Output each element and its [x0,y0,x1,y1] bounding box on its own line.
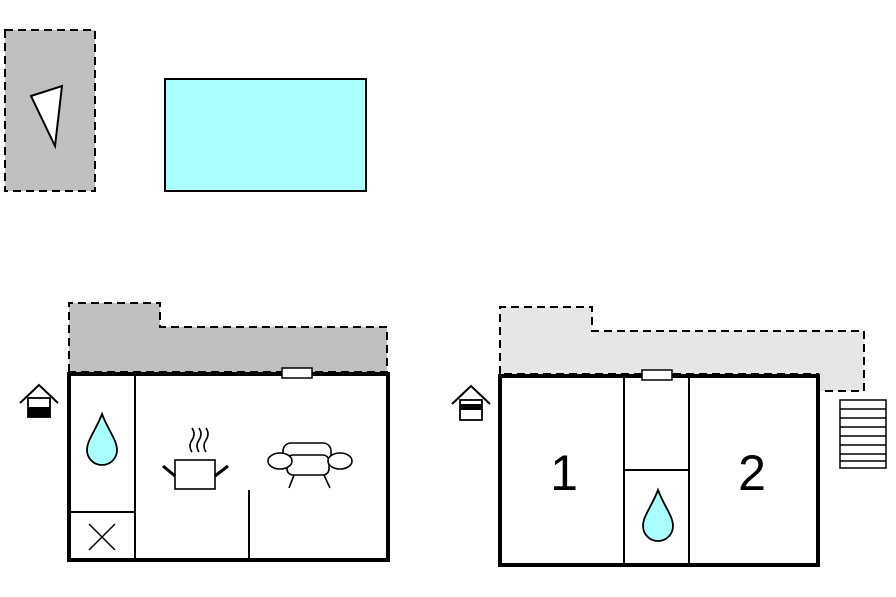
compass-icon [29,84,64,150]
first-floor: 1 2 [498,306,865,567]
ground-floor-terrace [68,302,388,373]
ground-floor [67,302,390,562]
sofa-icon [267,442,353,489]
house-entrance-icon [19,383,59,418]
water-drop-icon [86,411,118,466]
stairs-icon [839,399,887,469]
water-drop-icon [642,487,674,542]
pool [164,78,367,192]
window [641,369,673,381]
cross-icon [88,523,116,551]
compass-area [4,29,96,192]
window [281,367,313,379]
bedroom-2-label: 2 [738,445,766,501]
bedroom-1-label: 1 [550,445,578,501]
cooking-pot-icon [162,427,229,490]
house-entrance-icon [451,384,491,421]
